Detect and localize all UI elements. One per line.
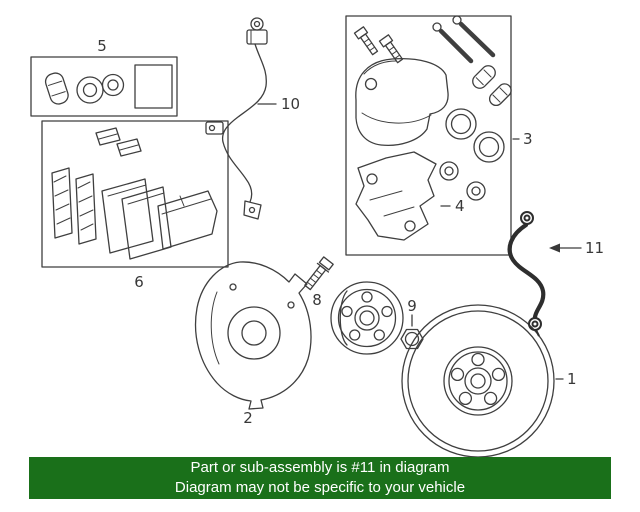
wire-connector-icon	[246, 29, 268, 45]
part-label-1: 1	[567, 370, 577, 388]
hose-line	[507, 222, 546, 320]
seal-ring-icon	[76, 73, 125, 104]
splash-shield-icon	[194, 261, 312, 410]
hub-icon	[330, 281, 404, 355]
part-label-5: 5	[97, 37, 107, 55]
part-label-4: 4	[455, 197, 465, 215]
sensor-cable	[221, 43, 267, 143]
banner-line-2: Diagram may not be specific to your vehi…	[174, 479, 466, 496]
pad-edge-icon	[51, 167, 97, 245]
hub-depth-line	[339, 290, 348, 346]
caliper-box	[345, 15, 512, 256]
pin-boot-icon	[472, 65, 496, 89]
splash-shield-group: 2	[194, 261, 312, 427]
rotor-group: 1	[401, 304, 577, 458]
brake-pad-set-group: 6	[41, 120, 229, 291]
part-label-8: 8	[312, 291, 322, 309]
axle-nut-icon	[400, 328, 424, 350]
part-label-9: 9	[407, 297, 417, 315]
hardware-kit-group: 5	[30, 37, 178, 117]
pin-boot-icon	[488, 83, 512, 107]
caliper-body-icon	[355, 57, 449, 147]
hub-group: 9	[330, 281, 424, 355]
sensor-head-icon	[243, 200, 262, 220]
abs-sensor-wire-group: 10	[205, 17, 300, 220]
part-label-10: 10	[281, 95, 300, 113]
wheel-stud-icon	[304, 256, 334, 291]
caliper-bolt-icon	[353, 26, 379, 56]
banner-line-1: Part or sub-assembly is #11 in diagram	[190, 459, 450, 476]
wheel-stud-group: 8	[304, 256, 334, 309]
pad-set-box	[41, 120, 229, 268]
part-label-6: 6	[134, 273, 144, 291]
shim-plate-icon	[134, 64, 173, 109]
pad-shim-icon	[101, 178, 172, 260]
caliper-piston-icon	[439, 108, 505, 201]
part-label-3: 3	[523, 130, 533, 148]
brake-hose-group: 11	[507, 211, 604, 337]
caliper-bracket-group: 4	[355, 151, 465, 241]
arrow-left-icon	[549, 243, 582, 253]
hardware-kit-box	[30, 56, 178, 117]
pad-assembly-icon	[157, 190, 218, 250]
cable-bracket-icon	[205, 121, 224, 135]
wire-ring-terminal-icon	[250, 17, 264, 31]
guide-pin-boot-icon	[44, 72, 69, 105]
slide-pin-icon	[432, 15, 496, 64]
pad-clip-icon	[95, 127, 142, 157]
hose-end-fitting-icon	[528, 317, 542, 331]
hose-top-fitting-icon	[520, 211, 534, 225]
caliper-assembly-group: 3	[345, 15, 533, 256]
part-label-11: 11	[585, 239, 604, 257]
notice-banner: Part or sub-assembly is #11 in diagram D…	[29, 457, 611, 499]
caliper-bolt-icon	[378, 34, 404, 64]
part-label-2: 2	[243, 409, 253, 427]
